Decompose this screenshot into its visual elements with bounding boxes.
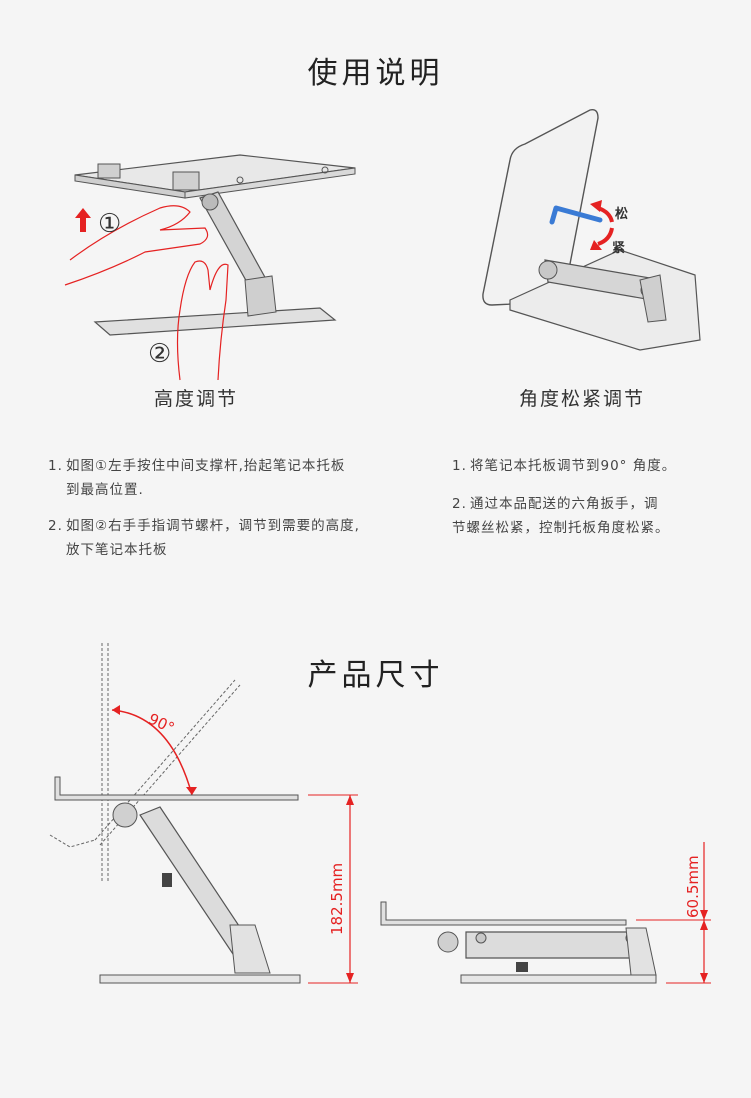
marker-1: ① xyxy=(98,209,121,239)
tight-label: 紧 xyxy=(612,241,625,256)
height-step-2: 2.如图②右手手指调节螺杆，调节到需要的高度, 放下笔记本托板 xyxy=(48,518,360,558)
min-height-drawing: 60.5mm xyxy=(380,842,711,984)
angle-step-2: 2.通过本品配送的六角扳手，调 节螺丝松紧，控制托板角度松紧。 xyxy=(452,496,670,536)
up-arrow-icon xyxy=(75,208,91,232)
height-step-1: 1.如图①左手按住中间支撑杆,抬起笔记本托板 到最高位置. xyxy=(48,458,346,498)
usage-title: 使用说明 xyxy=(307,56,444,91)
angle-adjust-caption: 角度松紧调节 xyxy=(518,388,645,410)
angle-step-1: 1.将笔记本托板调节到90° 角度。 xyxy=(452,458,677,474)
height-adjust-caption: 高度调节 xyxy=(153,388,238,410)
angle-adjust-steps: 1.将笔记本托板调节到90° 角度。 2.通过本品配送的六角扳手，调 节螺丝松紧… xyxy=(452,454,722,552)
height-adjust-illustration: ① ② xyxy=(64,154,356,381)
angle-adjust-illustration: 松 紧 xyxy=(482,108,701,351)
loose-label: 松 xyxy=(615,206,628,222)
angle-label: 90° xyxy=(146,710,178,738)
marker-2: ② xyxy=(148,339,171,369)
height-adjust-steps: 1.如图①左手按住中间支撑杆,抬起笔记本托板 到最高位置. 2.如图②右手手指调… xyxy=(48,454,428,574)
max-height-label: 182.5mm xyxy=(328,863,346,935)
min-height-label: 60.5mm xyxy=(684,855,702,918)
max-height-drawing: 90° 182.5mm xyxy=(49,643,358,984)
size-title: 产品尺寸 xyxy=(307,658,444,693)
